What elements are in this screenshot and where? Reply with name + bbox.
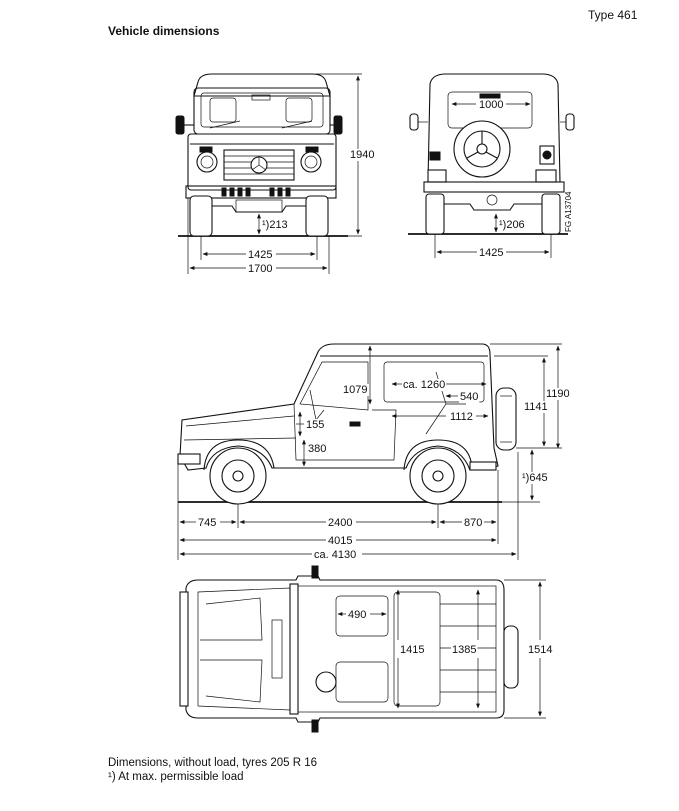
top-1385-label: 1385 [452,644,476,656]
rear-clearance-label: ¹)206 [499,219,525,231]
side-front-overhang-label: 745 [198,517,216,529]
side-155-label: 155 [306,419,324,431]
side-540-label: 540 [460,391,478,403]
front-height-label: 1940 [350,149,374,161]
side-wheelbase-label: 2400 [328,517,352,529]
side-rear-overhang-label: 870 [464,517,482,529]
side-length-label: 4015 [328,535,352,547]
side-645-label: ¹)645 [522,472,548,484]
rear-view: 1000 ¹)206 1425 FG A13704 [0,0,575,259]
side-interior-length-label: ca. 1260 [403,379,445,391]
front-track-label: 1425 [248,249,272,261]
footnote-max-load: ¹) At max. permissible load [108,771,244,783]
footnote-dimensions: Dimensions, without load, tyres 205 R 16 [108,757,318,769]
side-1079-label: 1079 [343,384,367,396]
top-490-label: 490 [348,609,366,621]
side-1141-label: 1141 [524,401,548,413]
front-clearance-label: ¹)213 [262,219,288,231]
top-1415-label: 1415 [400,644,424,656]
page-title: Vehicle dimensions [108,24,220,38]
top-view: 490 1415 1385 1514 [179,565,554,733]
top-1514-label: 1514 [528,644,552,656]
side-380-label: 380 [308,443,326,455]
rear-spare-width-label: 1000 [479,99,503,111]
side-view: 1079 ca. 1260 540 1112 155 380 1190 1141… [177,343,571,561]
type-label: Type 461 [588,8,638,22]
rear-track-label: 1425 [479,247,503,259]
front-view: 1940 ¹)213 1425 1700 [175,73,376,275]
side-1190-label: 1190 [546,388,570,400]
front-width-label: 1700 [248,263,272,275]
reference-code: FG A13704 [564,191,573,232]
side-1112-label: 1112 [450,411,473,423]
side-total-length-label: ca. 4130 [314,549,356,561]
